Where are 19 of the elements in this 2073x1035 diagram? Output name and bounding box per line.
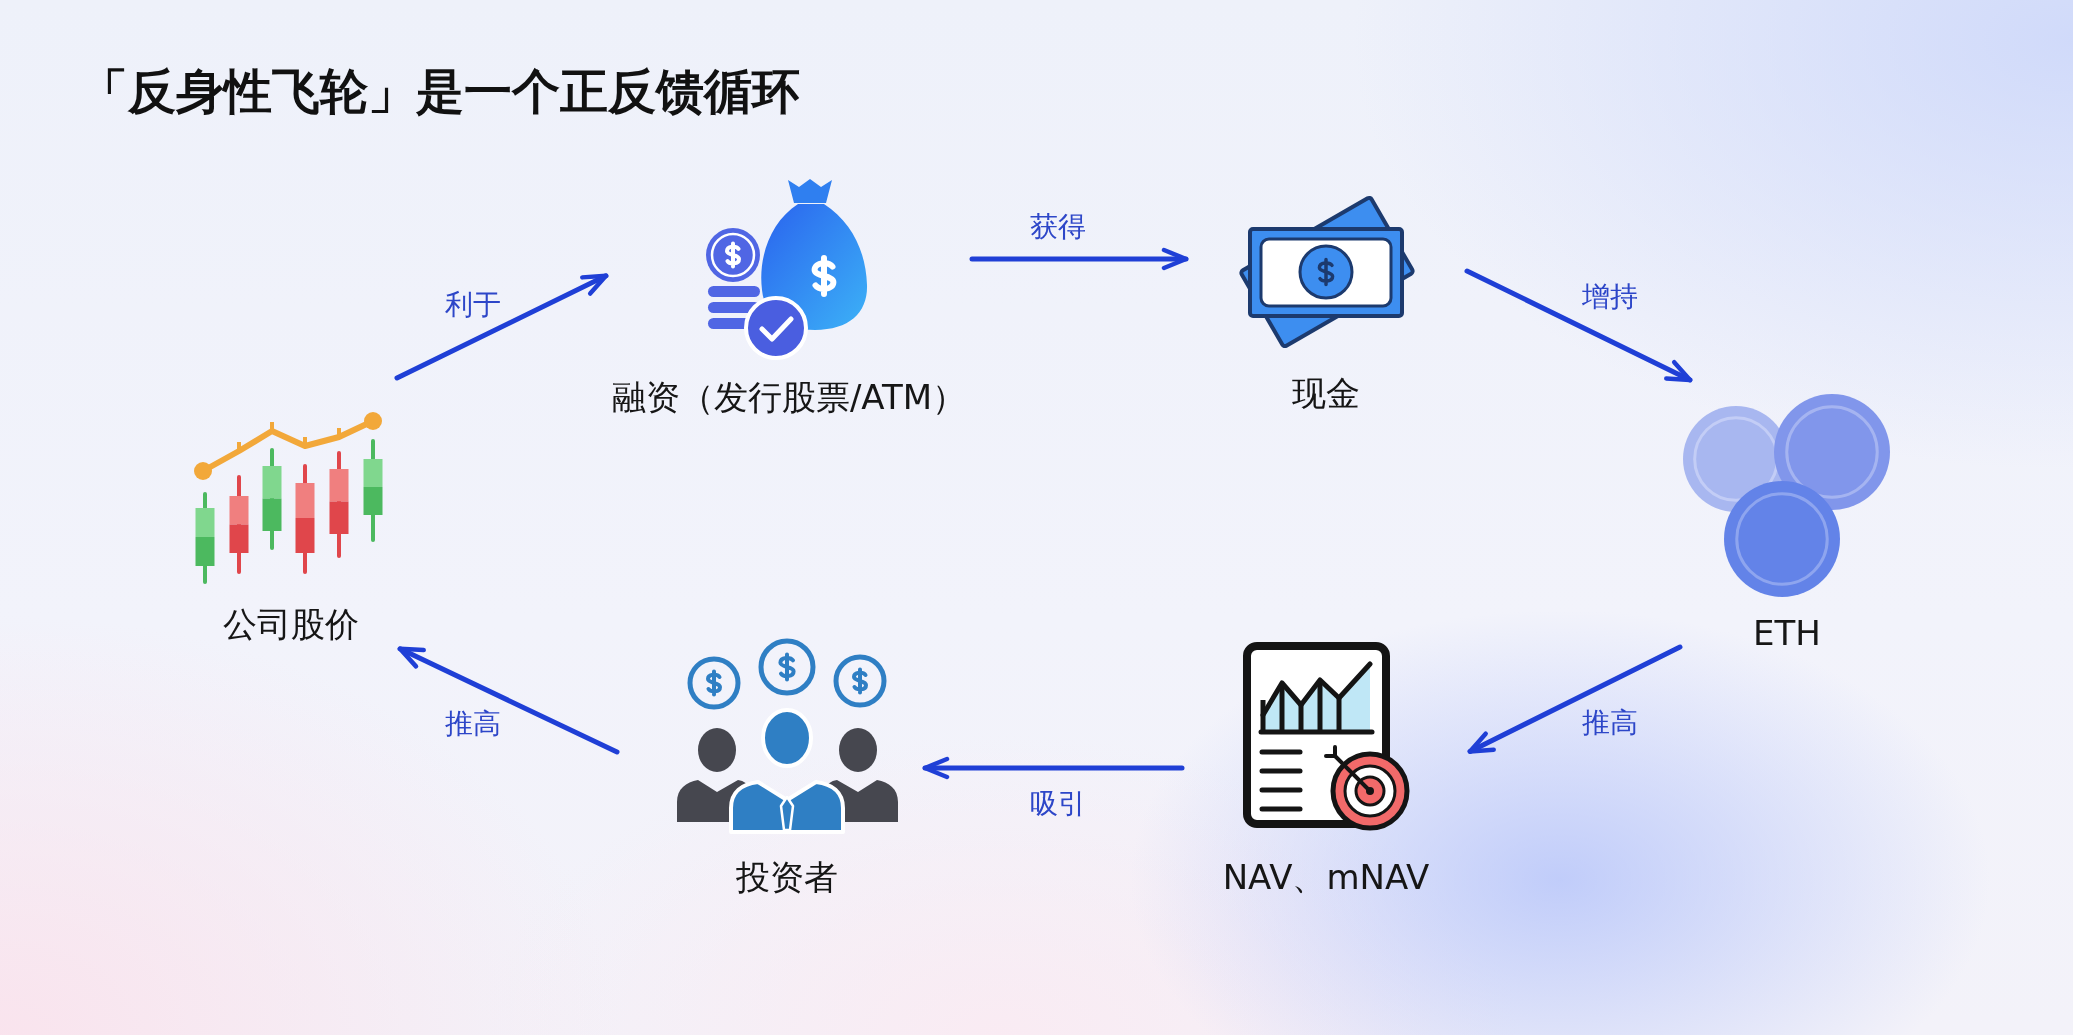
node-label: ETH (1753, 613, 1821, 653)
edge-label: 吸引 (1030, 787, 1086, 821)
arrow (1464, 268, 1693, 383)
edge-label: 推高 (445, 707, 501, 741)
edge-label: 增持 (1582, 280, 1638, 314)
node-label: NAV、mNAV (1222, 857, 1430, 897)
edge-label: 推高 (1582, 706, 1638, 740)
node-label: 现金 (1292, 373, 1360, 413)
node-label: 公司股价 (223, 604, 359, 644)
edge-label: 利于 (445, 288, 501, 322)
arrow (922, 756, 1185, 780)
arrow (969, 247, 1189, 271)
node-label: 投资者 (736, 857, 838, 897)
title: 「反身性飞轮」是一个正反馈循环 (80, 62, 800, 120)
arrow (394, 273, 609, 381)
node-label: 融资（发行股票/ATM） (611, 377, 967, 417)
arrow (397, 646, 620, 755)
edge-label: 获得 (1030, 210, 1086, 244)
arrow (1467, 644, 1683, 754)
